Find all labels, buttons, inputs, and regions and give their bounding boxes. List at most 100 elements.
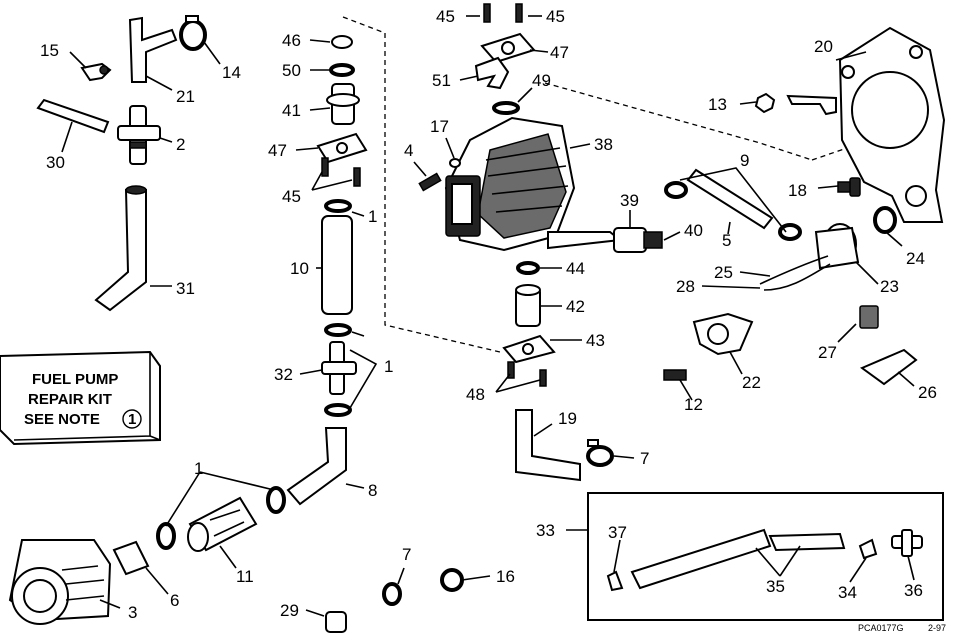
- callout-2: 2: [176, 135, 185, 154]
- part-5-hose: [686, 168, 774, 230]
- part-27-connector: [859, 305, 879, 329]
- part-10-hose: [321, 215, 353, 315]
- part-43-gasket: [502, 334, 556, 364]
- part-26-plug: [859, 348, 918, 386]
- part-39-40-connector: [613, 227, 663, 253]
- part-15-clip: [80, 62, 112, 82]
- callout-11: 11: [236, 567, 254, 586]
- callout-17: 17: [430, 117, 449, 136]
- callout-18: 18: [788, 181, 807, 200]
- part-41-fitting: [326, 83, 360, 125]
- part-16-clamp: [440, 568, 464, 592]
- callout-1-upper: 1: [368, 207, 377, 226]
- callout-8: 8: [368, 481, 377, 500]
- callout-45-top-right: 45: [546, 7, 565, 26]
- part-18-screw: [837, 177, 861, 197]
- note-line-3: SEE NOTE: [24, 411, 100, 428]
- part-44-oring: [516, 261, 540, 275]
- part-3-filter-housing: [8, 539, 112, 625]
- callout-34: 34: [838, 583, 857, 602]
- callout-40: 40: [684, 221, 703, 240]
- part-24-grommet: [873, 206, 897, 234]
- callout-39: 39: [620, 191, 639, 210]
- part-1-ring-a: [324, 199, 352, 213]
- dashed-boundary-left: [342, 16, 501, 353]
- callout-30: 30: [46, 153, 65, 172]
- part-51-elbow-fitting: [474, 56, 510, 90]
- part-29-plug: [325, 611, 347, 633]
- callout-51: 51: [432, 71, 451, 90]
- callout-48: 48: [466, 385, 485, 404]
- callout-46: 46: [282, 31, 301, 50]
- part-46-washer: [331, 35, 353, 49]
- part-47-top-gasket: [480, 32, 536, 64]
- note-number: 1: [128, 411, 136, 428]
- part-20-gasket: [838, 26, 946, 223]
- callout-35: 35: [766, 577, 785, 596]
- part-36-valve: [891, 529, 923, 557]
- part-1-ring-c: [324, 403, 352, 417]
- part-9-clamps: [664, 181, 802, 241]
- fuel-pump-repair-kit-note: [0, 350, 161, 446]
- part-31-hose: [94, 185, 147, 312]
- part-2-tee-fitting: [117, 105, 161, 165]
- part-7-clamp-right: [586, 439, 614, 467]
- part-11-fuel-filter: [187, 496, 258, 552]
- callout-32: 32: [274, 365, 293, 384]
- callout-10: 10: [290, 259, 309, 278]
- callout-16: 16: [496, 567, 515, 586]
- callout-38: 38: [594, 135, 613, 154]
- part-bracket: [786, 94, 837, 116]
- callout-21: 21: [176, 87, 195, 106]
- callout-19: 19: [558, 409, 577, 428]
- part-35-hoses: [630, 528, 846, 590]
- part-14-clamp: [179, 15, 207, 51]
- part-21-hose: [128, 16, 178, 83]
- callout-37: 37: [608, 523, 627, 542]
- part-48-screws: [507, 361, 547, 387]
- dashed-boundary-top: [544, 82, 813, 161]
- part-25-28-wires: [759, 255, 831, 291]
- callout-47-top: 47: [550, 43, 569, 62]
- part-1-clamps-bottom: [156, 486, 286, 550]
- part-30-hose: [36, 98, 110, 134]
- part-33-kit-box: [587, 492, 944, 621]
- part-19-hose: [515, 409, 581, 482]
- part-1-ring-b: [324, 323, 352, 337]
- callout-14: 14: [222, 63, 241, 82]
- callout-3: 3: [128, 603, 137, 622]
- part-49-oring: [492, 101, 520, 115]
- callout-28: 28: [676, 277, 695, 296]
- part-23-sensor: [814, 223, 860, 270]
- callout-23: 23: [880, 277, 899, 296]
- part-42-fitting: [515, 284, 541, 327]
- part-8-hose: [286, 427, 347, 506]
- callout-49: 49: [532, 71, 551, 90]
- part-4-screw: [418, 172, 442, 192]
- callout-labels: 45 45 47 51 49 46 50 41 47 45 1 10 1 32 …: [40, 7, 937, 622]
- note-line-1: FUEL PUMP: [32, 371, 118, 388]
- part-12-screw: [663, 369, 687, 381]
- dashed-boundary-gasket: [811, 146, 851, 161]
- callout-4: 4: [404, 141, 413, 160]
- callout-15: 15: [40, 41, 59, 60]
- callout-1-lower: 1: [194, 459, 203, 478]
- callout-13: 13: [708, 95, 727, 114]
- callout-44: 44: [566, 259, 585, 278]
- callout-31: 31: [176, 279, 195, 298]
- callout-29: 29: [280, 601, 299, 620]
- callout-20: 20: [814, 37, 833, 56]
- figure-date: 2-97: [928, 623, 946, 633]
- part-34-clip: [858, 538, 878, 560]
- callout-1-middle: 1: [384, 357, 393, 376]
- part-6-sleeve: [112, 540, 150, 576]
- note-box-text: FUEL PUMP REPAIR KIT SEE NOTE 1: [24, 371, 142, 429]
- part-7-clamp-bottom: [382, 582, 402, 606]
- callout-7-bottom: 7: [402, 545, 411, 564]
- part-13-nut: [754, 92, 776, 114]
- callout-24: 24: [906, 249, 925, 268]
- callout-7-right: 7: [640, 449, 649, 468]
- callout-12: 12: [684, 395, 703, 414]
- callout-26: 26: [918, 383, 937, 402]
